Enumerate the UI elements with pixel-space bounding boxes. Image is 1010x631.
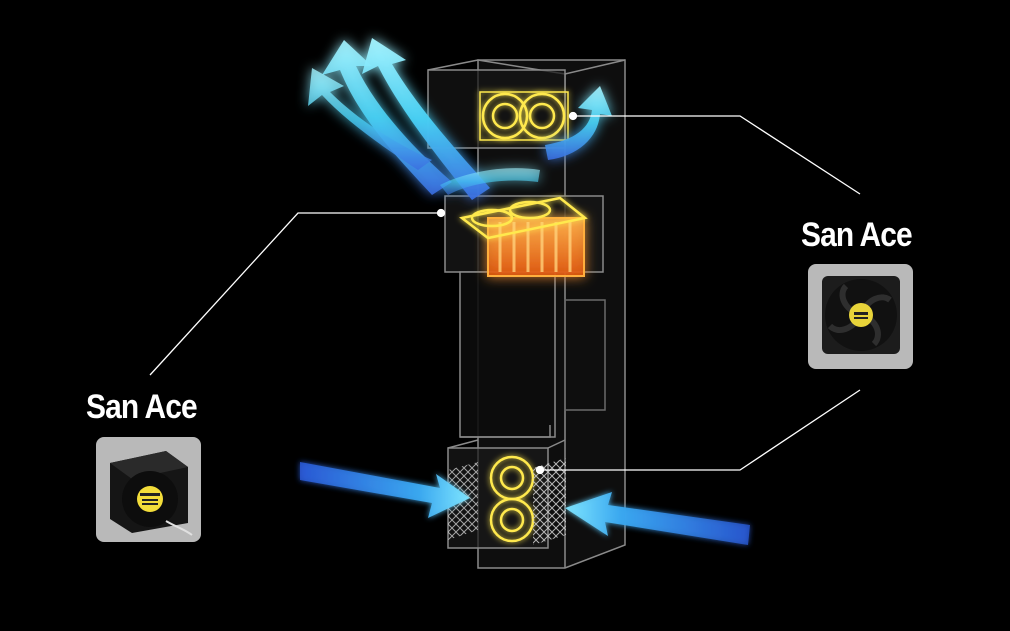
middle-fan-icon <box>459 196 588 240</box>
intake-airflow-arrow <box>300 462 750 545</box>
product-thumbnail-right <box>808 264 913 369</box>
brand-label-right: San Ace <box>801 216 913 254</box>
square-frame-fan-photo-icon <box>110 451 193 536</box>
product-thumbnail-left <box>96 437 201 542</box>
brand-label-left: San Ace <box>86 388 198 426</box>
callout-line-right <box>535 111 861 475</box>
top-exhaust-fan-icon <box>479 91 569 141</box>
heat-source-icon <box>487 217 585 277</box>
exhaust-airflow-arrow <box>308 38 612 200</box>
round-frame-fan-photo-icon <box>822 276 900 354</box>
callout-line-left <box>149 208 446 376</box>
